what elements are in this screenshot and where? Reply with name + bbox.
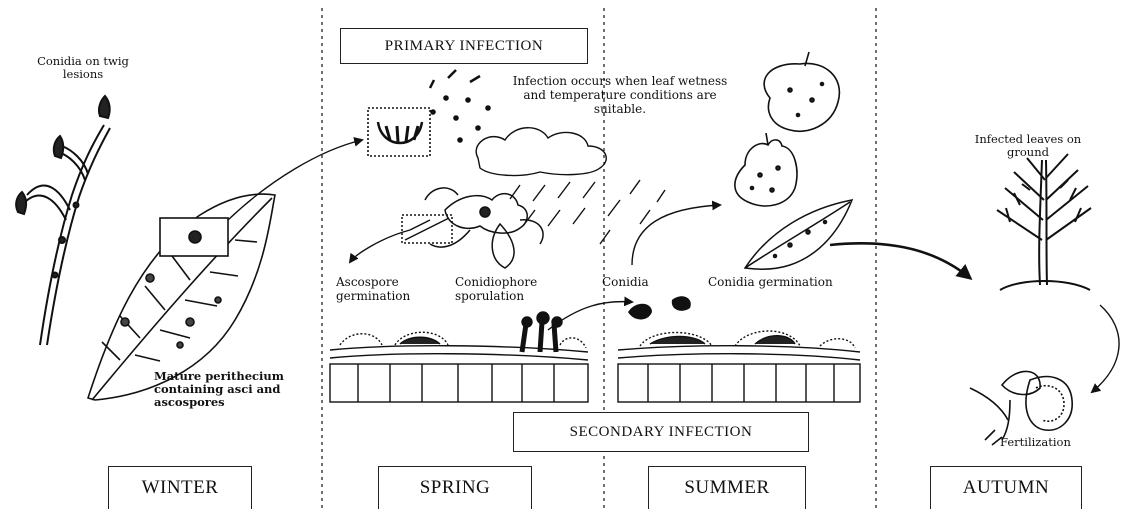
summer-leaf-illustration: [745, 200, 852, 269]
leaf-tissue-section-right: [618, 331, 860, 402]
infected-fruit-illustration: [735, 52, 840, 206]
fertilization-illustration: [970, 371, 1072, 445]
secondary-infection-box: SECONDARY INFECTION: [513, 412, 809, 452]
primary-infection-box: PRIMARY INFECTION: [340, 28, 588, 64]
arrow-summer-to-autumn: [830, 243, 970, 278]
arrow-leaf-to-perithecium: [228, 140, 362, 220]
label-infected-leaves: Infected leaves on ground: [968, 133, 1088, 159]
bare-tree-illustration: [997, 154, 1091, 290]
blossom-illustration: [402, 188, 543, 268]
season-autumn: AUTUMN: [930, 466, 1082, 509]
season-summer: SUMMER: [648, 466, 806, 509]
label-conidiophore-sporulation: Conidiophore sporulation: [455, 276, 565, 304]
twig-illustration: [16, 96, 110, 345]
leaf-tissue-section-left: [330, 312, 588, 402]
perithecium-illustration: [368, 70, 490, 156]
label-conidia-germination: Conidia germination: [708, 276, 868, 290]
arrow-flower-to-ascospore: [350, 230, 410, 262]
label-conidia: Conidia: [602, 276, 672, 290]
season-spring: SPRING: [378, 466, 532, 509]
conidia-spores: [628, 296, 691, 319]
rain-cloud-illustration: [476, 128, 665, 244]
label-fertilization: Fertilization: [1000, 436, 1090, 449]
arrow-conidia-to-fruit: [632, 205, 720, 265]
label-mature-perithecium: Mature perithecium containing asci and a…: [154, 370, 314, 410]
season-winter: WINTER: [108, 466, 252, 509]
arrow-tree-to-fertilization: [1092, 305, 1119, 392]
label-conidia-twig: Conidia on twig lesions: [28, 55, 138, 81]
label-ascospore-germination: Ascospore germination: [336, 276, 431, 304]
label-infection-condition: Infection occurs when leaf wetness and t…: [510, 75, 730, 116]
